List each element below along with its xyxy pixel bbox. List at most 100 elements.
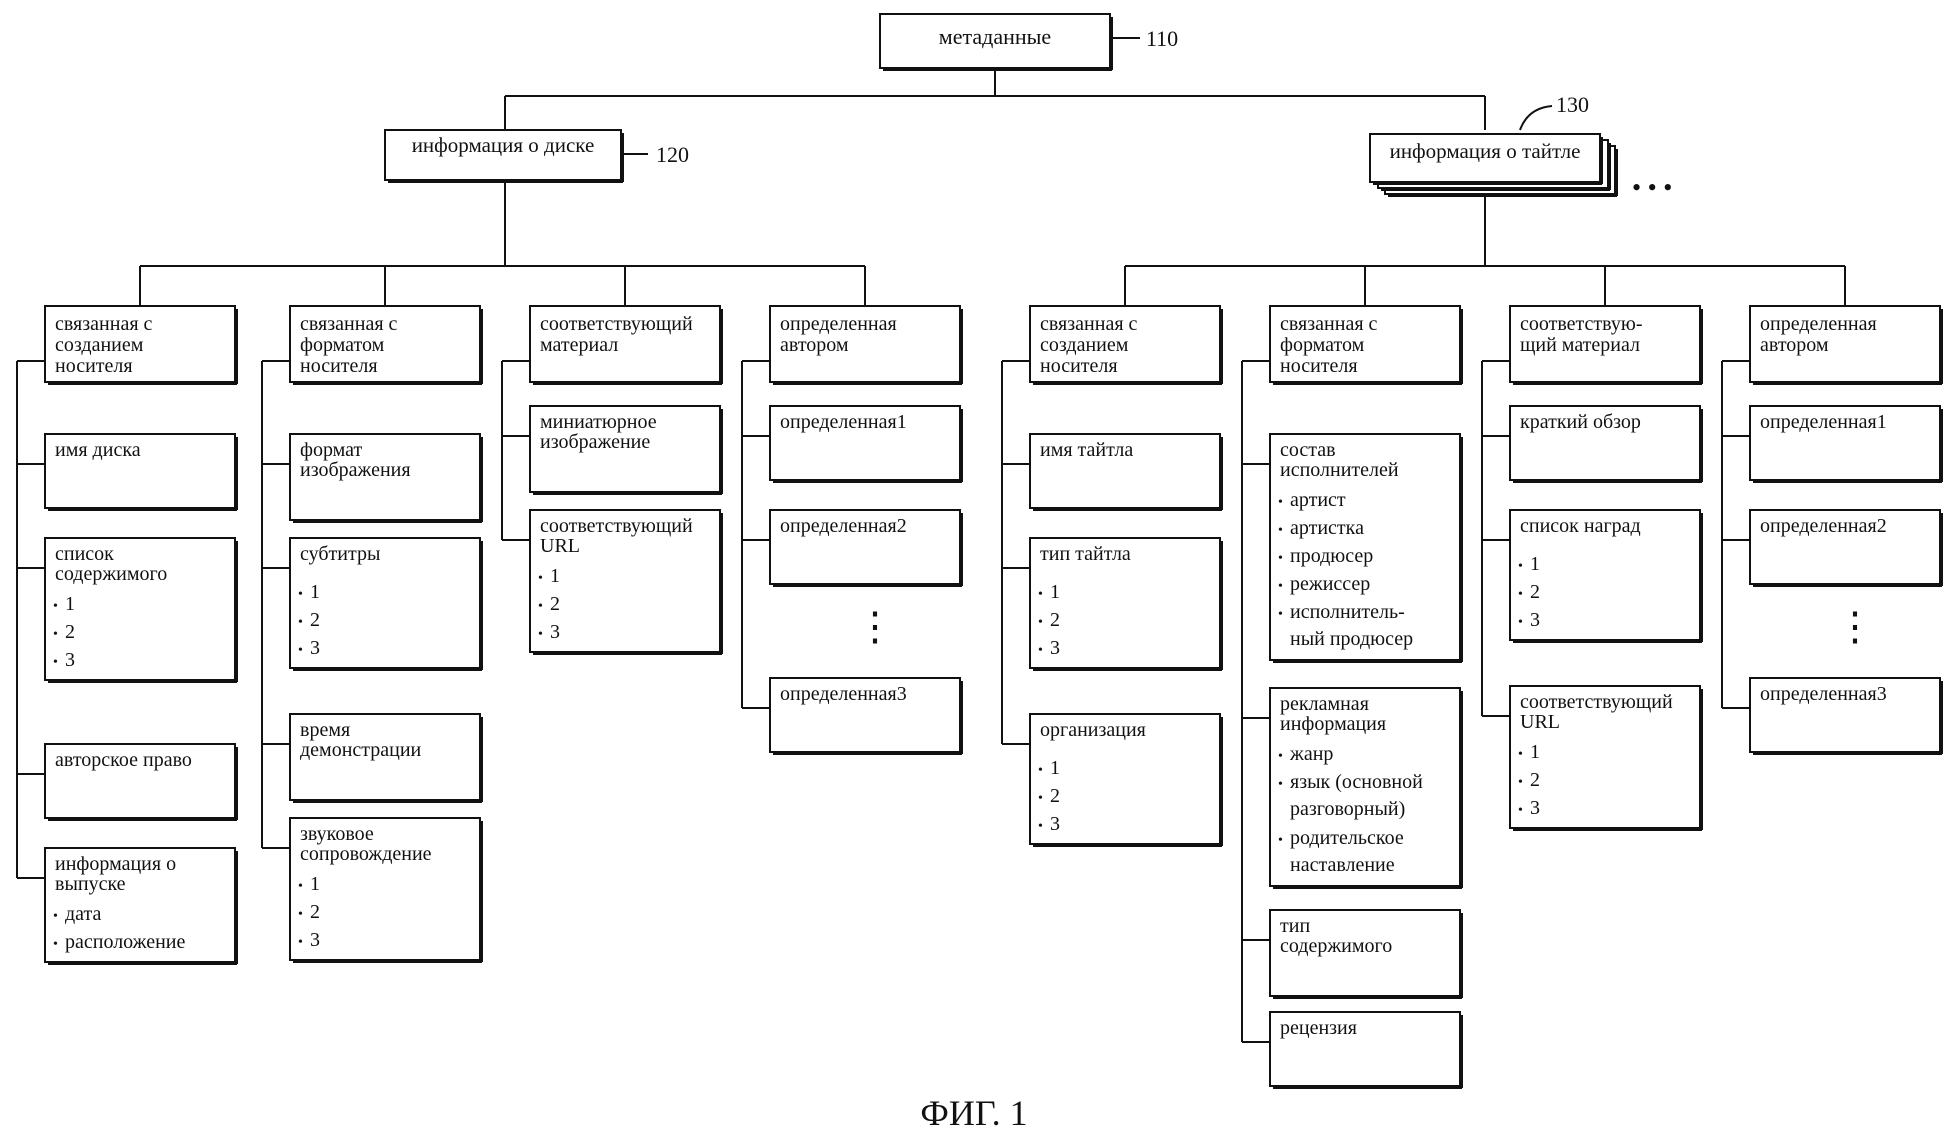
disc-col2-item-title: миниатюрное [540, 411, 657, 433]
title-col2-bullet-dot: • [1518, 803, 1523, 818]
title-col3-item-title: определенная3 [1760, 683, 1887, 705]
disc-col0-item-box [44, 537, 236, 681]
title-col2-bullet-text: 2 [1530, 581, 1540, 603]
disc-col1-bullet-dot: • [298, 907, 303, 922]
disc-col0-bullet-dot: • [53, 937, 58, 952]
disc-col1-item-box [289, 433, 481, 521]
title-col0-bullet-dot: • [1038, 819, 1043, 834]
disc-col1-header-line: связанная с [300, 313, 398, 335]
title-col1-bullet-text: ный продюсер [1290, 628, 1413, 650]
title-col1-bullet-text: артистка [1290, 517, 1364, 539]
disc-col2-item-title: URL [540, 535, 580, 557]
disc-col0-header-line: созданием [55, 334, 144, 356]
root-ref-number: 110 [1146, 26, 1178, 51]
title-col2-bullet-dot: • [1518, 775, 1523, 790]
disc-col1-item-title: время [300, 719, 350, 741]
disc-col1-bullet-text: 2 [310, 901, 320, 923]
title-col1-header-line: форматом [1280, 334, 1365, 356]
title-col0-bullet-dot: • [1038, 643, 1043, 658]
title-col3-item-box [1749, 677, 1941, 753]
title-col1-header-box [1269, 305, 1461, 383]
disc-col0-item-title: информация о [55, 853, 176, 875]
title-col1-bullet-text: разговорный) [1290, 798, 1405, 820]
root-label: метаданные [939, 24, 1051, 49]
disc-col0-item-title: содержимого [55, 563, 167, 585]
title-col1-item-title: состав [1280, 439, 1336, 461]
title-col2-bullet-text: 3 [1530, 797, 1540, 819]
disc-col1-bullet-dot: • [298, 587, 303, 602]
title-col0-bullet-text: 1 [1050, 581, 1060, 603]
disc-col0-item-box [44, 433, 236, 509]
title-col1-bullet-text: артист [1290, 489, 1346, 511]
title-col1-bullet-dot: • [1278, 551, 1283, 566]
title-col2-item-title: соответствующий [1520, 691, 1673, 713]
disc-col1-header-box [289, 305, 481, 383]
title-col2-bullet-dot: • [1518, 559, 1523, 574]
title-col1-bullet-dot: • [1278, 495, 1283, 510]
title-col1-item-title: рецензия [1280, 1017, 1357, 1039]
title-col0-item-title: тип тайтла [1040, 543, 1131, 565]
disc-col0-item-title: выпуске [55, 873, 126, 895]
title-col0-header-line: созданием [1040, 334, 1129, 356]
title-col1-item-box [1269, 1011, 1461, 1087]
disc-ref-number: 120 [656, 142, 689, 167]
title-col1-item-title: рекламная [1280, 693, 1369, 715]
disc-col0-bullet-dot: • [53, 599, 58, 614]
disc-col2-item-title: соответствующий [540, 515, 693, 537]
title-col3-item-title: определенная2 [1760, 515, 1887, 537]
disc-col1-bullet-text: 2 [310, 609, 320, 631]
title-col2-header-line: соответствую- [1520, 313, 1643, 335]
title-col0-bullet-text: 3 [1050, 813, 1060, 835]
disc-col2-header-line: материал [540, 334, 618, 356]
title-col0-bullet-text: 3 [1050, 637, 1060, 659]
title-col1-bullet-dot: • [1278, 777, 1283, 792]
disc-col1-bullet-text: 3 [310, 637, 320, 659]
title-ref-leader [1519, 105, 1553, 131]
disc-col1-header-line: форматом [300, 334, 385, 356]
disc-col0-header-line: носителя [55, 355, 133, 377]
disc-col0-bullet-text: 3 [65, 649, 75, 671]
title-col1-item-title: содержимого [1280, 935, 1392, 957]
title-col3-item-box [1749, 509, 1941, 585]
disc-col0-item-box [44, 847, 236, 963]
figure-caption: ФИГ. 1 [920, 1093, 1028, 1133]
title-col2-bullet-text: 2 [1530, 769, 1540, 791]
disc-col2-bullet-dot: • [538, 627, 543, 642]
title-col1-bullet-text: продюсер [1290, 545, 1373, 567]
title-info-ellipsis: • • • [1632, 173, 1672, 202]
title-col2-item-title: URL [1520, 711, 1560, 733]
root-box [879, 13, 1111, 69]
disc-col3-header-box [769, 305, 961, 383]
title-col1-bullet-text: исполнитель- [1290, 601, 1405, 623]
title-col1-bullet-text: наставление [1290, 854, 1395, 876]
title-col3-item-title: определенная1 [1760, 411, 1887, 433]
disc-col0-header-box [44, 305, 236, 383]
title-col1-bullet-dot: • [1278, 749, 1283, 764]
disc-col1-item-title: сопровождение [300, 843, 432, 865]
title-col2-bullet-dot: • [1518, 747, 1523, 762]
diagram-boxes [44, 13, 1943, 1089]
title-col1-bullet-dot: • [1278, 523, 1283, 538]
disc-col0-bullet-text: дата [65, 903, 102, 925]
disc-col1-item-title: формат [300, 439, 363, 461]
title-ref-number: 130 [1556, 92, 1589, 117]
title-col3-header-line: определенная [1760, 313, 1877, 335]
disc-col2-header-box [529, 305, 721, 383]
disc-col0-bullet-text: 1 [65, 593, 75, 615]
disc-col2-item-box [529, 405, 721, 493]
disc-col1-item-title: изображения [300, 459, 411, 481]
title-col1-item-box [1269, 687, 1461, 887]
title-col1-bullet-text: язык (основной [1290, 771, 1423, 793]
disc-col2-bullet-text: 3 [550, 621, 560, 643]
title-col0-header-line: связанная с [1040, 313, 1138, 335]
disc-col3-item-title: определенная1 [780, 411, 907, 433]
disc-col0-item-title: имя диска [55, 439, 141, 461]
title-col2-header-box [1509, 305, 1701, 383]
disc-col1-item-title: субтитры [300, 543, 380, 565]
disc-col1-item-box [289, 713, 481, 801]
title-col2-bullet-text: 1 [1530, 553, 1540, 575]
title-col2-item-box [1509, 685, 1701, 829]
title-col1-item-title: тип [1280, 915, 1310, 937]
title-info-box [1369, 133, 1601, 183]
